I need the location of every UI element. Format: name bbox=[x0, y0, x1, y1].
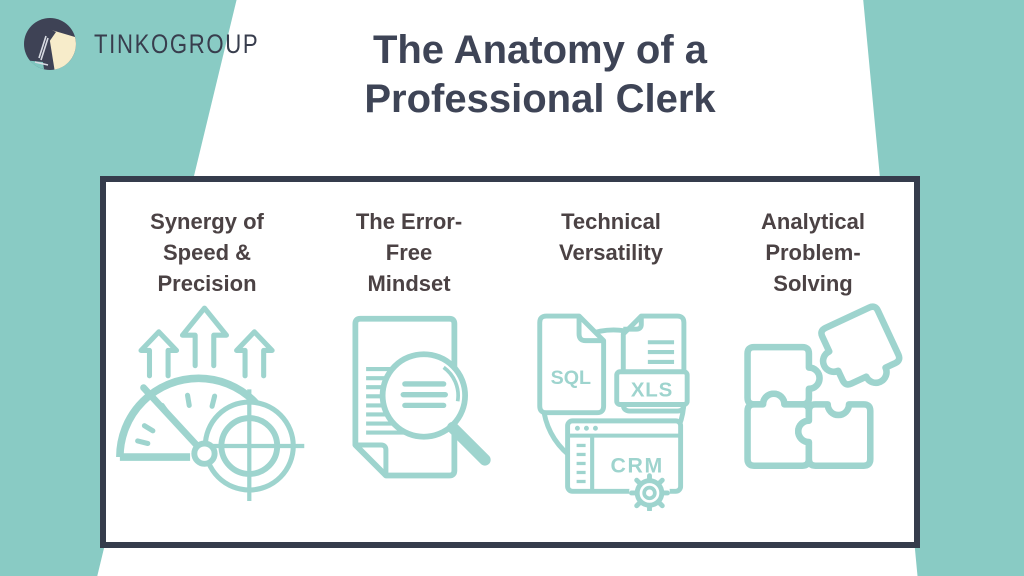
brand-logo: TINKOGROUP bbox=[22, 16, 296, 72]
column-error-free: The Error- Free Mindset bbox=[308, 182, 510, 542]
page-title-line2: Professional Clerk bbox=[364, 77, 716, 121]
speedometer-target-icon bbox=[110, 298, 305, 506]
xls-label: XLS bbox=[631, 378, 673, 401]
brand-name: TINKOGROUP bbox=[94, 28, 260, 59]
column-speed-precision: Synergy of Speed & Precision bbox=[106, 182, 308, 542]
page-title-line1: The Anatomy of a bbox=[372, 28, 708, 72]
desk-lamp-icon bbox=[24, 18, 76, 70]
info-card: Synergy of Speed & Precision bbox=[100, 176, 920, 548]
column-heading: Analytical Problem- Solving bbox=[761, 209, 865, 296]
page-title: The Anatomy of a Professional Clerk bbox=[250, 26, 830, 124]
sql-label: SQL bbox=[551, 367, 591, 389]
column-heading: Synergy of Speed & Precision bbox=[150, 209, 264, 296]
document-magnifier-icon bbox=[327, 298, 492, 493]
puzzle-pieces-icon bbox=[723, 298, 903, 483]
column-technical-versatility: Technical Versatility SQL XLS bbox=[510, 182, 712, 542]
column-analytical-problem-solving: Analytical Problem- Solving bbox=[712, 182, 914, 542]
software-files-icon: SQL XLS bbox=[525, 298, 697, 516]
column-heading: Technical Versatility bbox=[559, 209, 663, 265]
column-heading: The Error- Free Mindset bbox=[355, 209, 463, 296]
